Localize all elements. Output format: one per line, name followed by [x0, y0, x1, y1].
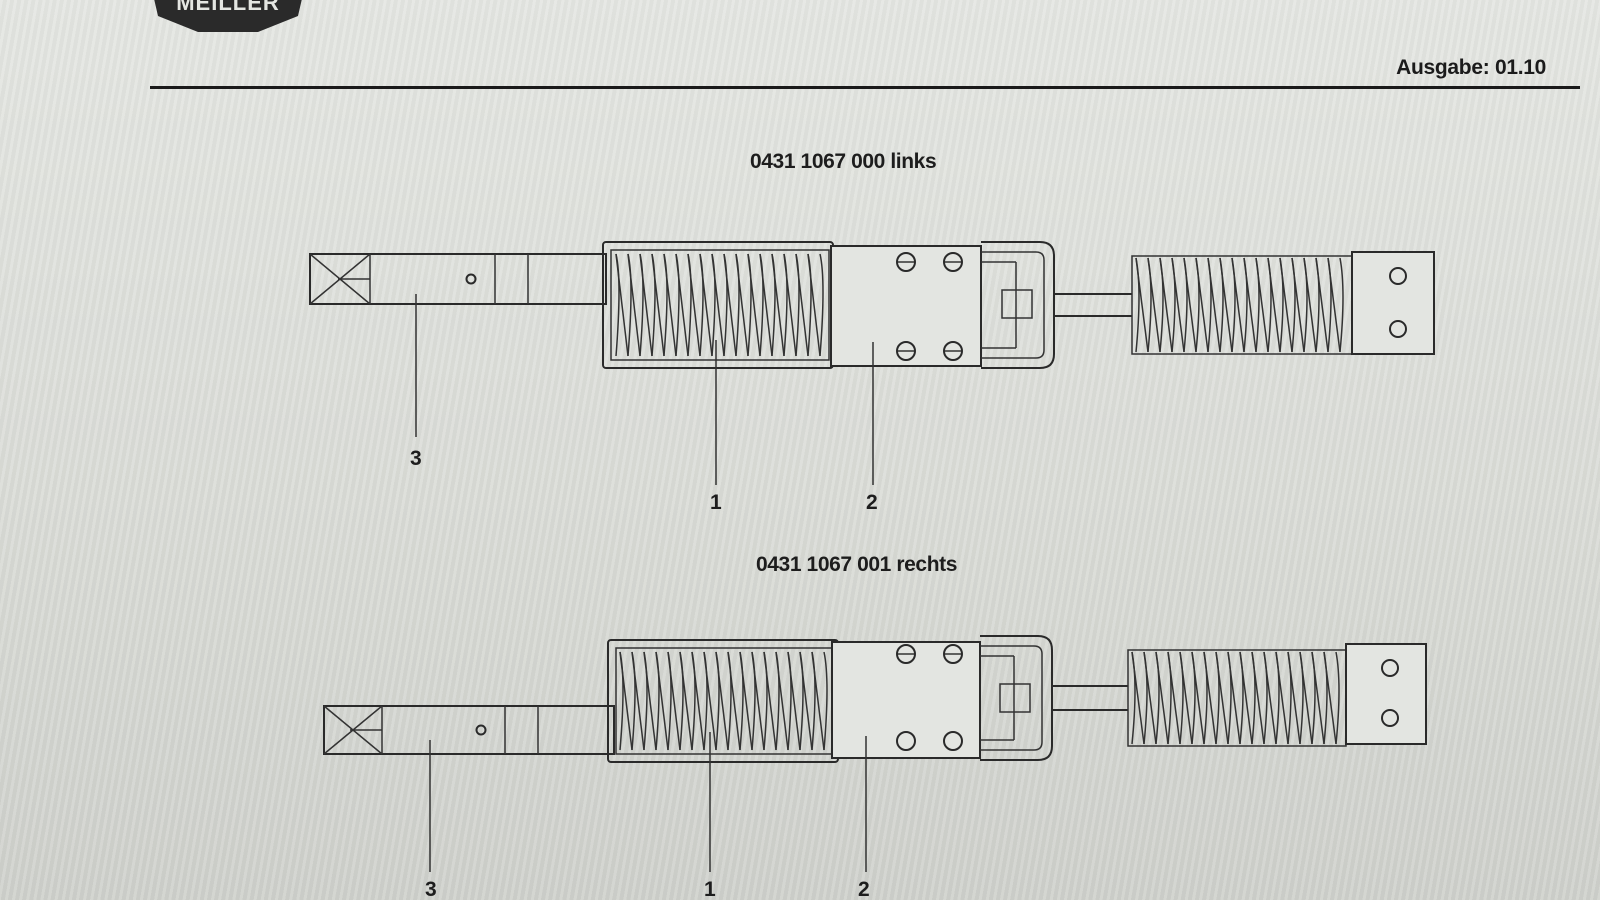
leader-lines-left — [415, 294, 874, 485]
block-part-2 — [831, 641, 981, 759]
issue-label: Ausgabe: 01.10 — [1396, 56, 1546, 79]
callout-right-1: 1 — [704, 878, 716, 900]
rod-part-3 — [323, 705, 615, 755]
assembly-right — [323, 635, 1427, 872]
end-cap — [980, 635, 1053, 761]
end-cap — [981, 241, 1055, 369]
end-plate — [1351, 251, 1435, 355]
leader-lines-right — [429, 732, 867, 872]
shaft — [1054, 293, 1132, 317]
logo: MEILLER — [154, 0, 302, 32]
external-spring — [1127, 649, 1347, 747]
callout-right-3: 3 — [425, 878, 437, 900]
callout-left-2: 2 — [866, 491, 878, 514]
drawing-title-left: 0431 1067 000 links — [750, 150, 937, 173]
callout-left-1: 1 — [710, 491, 722, 514]
block-part-2 — [830, 245, 982, 367]
rod-part-3 — [309, 253, 607, 305]
logo-text: MEILLER — [176, 0, 280, 15]
end-plate — [1345, 643, 1427, 745]
header-rule — [150, 86, 1580, 89]
assembly-left — [309, 241, 1435, 485]
spring-housing-part-1 — [602, 241, 834, 369]
spring-housing-part-1 — [607, 639, 839, 763]
callout-left-3: 3 — [410, 447, 422, 470]
shaft — [1052, 685, 1128, 711]
callout-right-2: 2 — [858, 878, 870, 900]
external-spring — [1131, 255, 1353, 355]
drawing-title-right: 0431 1067 001 rechts — [756, 553, 958, 576]
logo-badge-shape — [154, 0, 302, 32]
